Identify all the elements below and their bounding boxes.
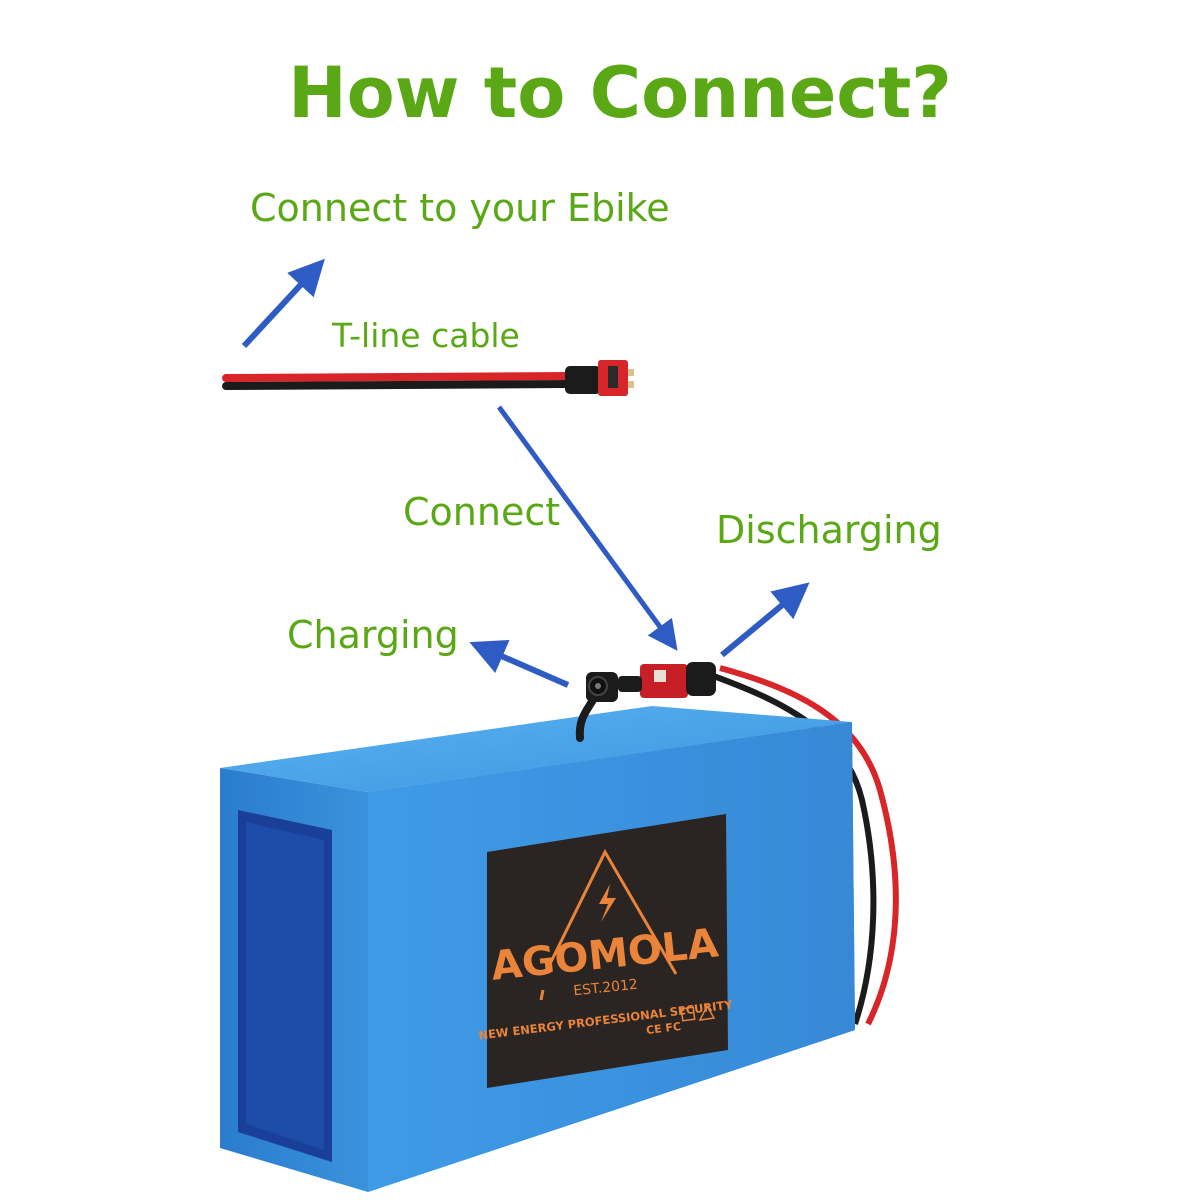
certification-marks: CE FC [645,1020,681,1037]
label-connect-to-ebike: Connect to your Ebike [250,186,670,230]
warning-mark-icon [698,1004,716,1021]
t-line-cable [222,360,634,396]
logo-triangle [539,848,678,1001]
battery-pack: AGOMOLA EST.2012 NEW ENERGY PROFESSIONAL… [220,662,899,1192]
arrow-connect [496,405,678,651]
arrow-to-ebike [241,258,325,349]
brand-established: EST.2012 [573,977,639,1000]
lightning-bolt-icon [599,884,616,922]
recycle-mark-icon [680,1006,696,1022]
t-plug-connector [598,360,634,396]
label-charging: Charging [287,613,459,657]
arrow-discharging [720,582,810,658]
page-title: How to Connect? [288,52,952,134]
label-discharging: Discharging [716,508,942,552]
label-t-line-cable: T-line cable [332,316,520,355]
arrow-charging [469,639,570,688]
brand-label-panel: AGOMOLA EST.2012 NEW ENERGY PROFESSIONAL… [478,814,734,1088]
dc-charging-port [575,672,618,742]
discharge-t-plug [618,662,716,698]
label-connect: Connect [403,490,561,534]
